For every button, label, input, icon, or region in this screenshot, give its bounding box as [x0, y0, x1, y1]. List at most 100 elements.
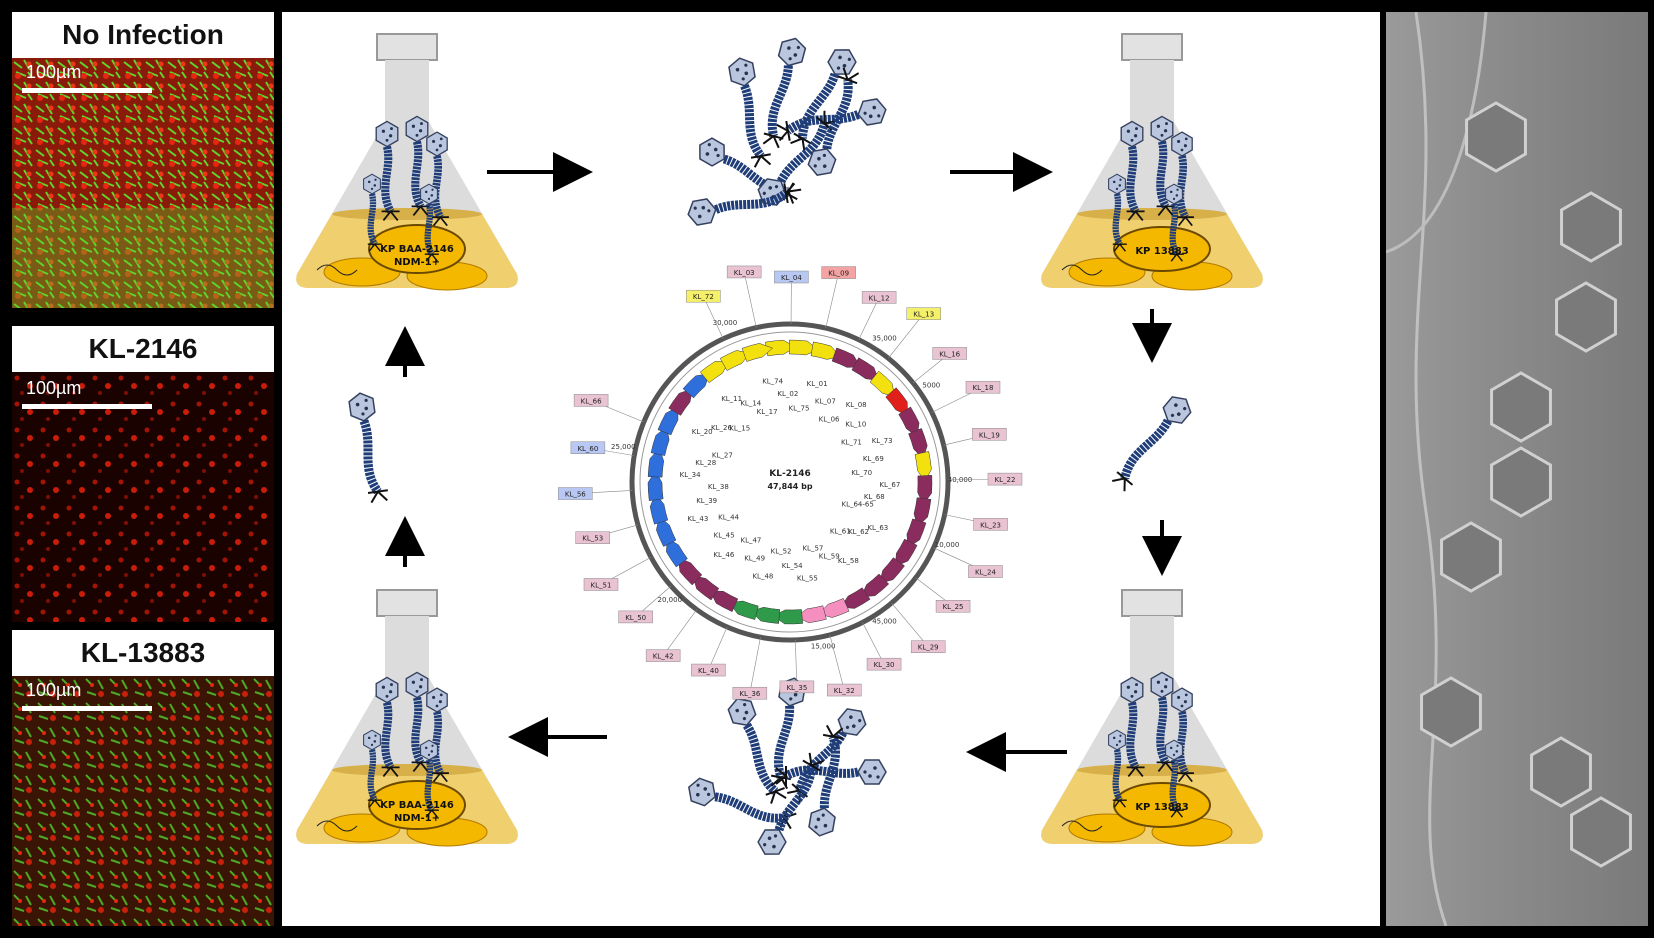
- scale-bar: [22, 404, 152, 409]
- callout-box: [779, 680, 815, 694]
- flask-top-right: [1040, 33, 1264, 291]
- gene-label: KL_54: [782, 562, 803, 570]
- phage-particle: [1530, 736, 1592, 808]
- callout-leader: [703, 296, 724, 339]
- genome-backbone: [629, 321, 951, 643]
- gene-arrow: [741, 343, 774, 362]
- callout-label: KL_60: [577, 445, 598, 453]
- gene-label: KL_46: [713, 551, 734, 559]
- single-phage-right: [1106, 392, 1197, 493]
- callout-leader: [662, 609, 698, 656]
- callout-label: KL_16: [939, 350, 960, 358]
- flask-bottom-right: [1040, 589, 1264, 847]
- panel-title-kl-2146: KL-2146: [12, 326, 274, 372]
- flask-top-left-label-2: NDM-1+: [394, 257, 440, 268]
- phage-particles: [1386, 12, 1632, 926]
- gene-label: KL_47: [740, 536, 761, 544]
- biofilm-texture: [12, 372, 274, 622]
- gene-label: KL_34: [680, 471, 701, 479]
- phage-particle: [1440, 521, 1502, 593]
- callout-leader: [829, 634, 845, 691]
- gene-label: KL_64-65: [841, 501, 873, 509]
- callout-box: [965, 380, 1001, 394]
- callout-label: KL_29: [918, 644, 939, 652]
- gene-callouts: KL_72KL_03KL_04KL_09KL_12KL_13KL_16KL_18…: [558, 265, 1023, 700]
- callout-box: [972, 428, 1007, 441]
- micrograph-kl-2146: 100µm: [12, 372, 274, 622]
- callout-leader: [825, 272, 839, 329]
- callout-box: [691, 663, 726, 677]
- callout-box: [686, 289, 721, 303]
- scale-label: 100µm: [26, 62, 82, 82]
- phage-cluster-top: [686, 35, 888, 226]
- gene-label: KL_67: [879, 481, 900, 489]
- callout-box: [573, 394, 609, 407]
- callout-box: [861, 291, 897, 304]
- gene-label: KL_63: [867, 524, 888, 532]
- gene-label: KL_52: [771, 547, 792, 555]
- phage-cluster-bottom: [685, 676, 886, 860]
- callout-leader: [858, 297, 880, 340]
- gene-label: KL_69: [863, 455, 884, 463]
- callout-leader: [749, 637, 761, 694]
- callout-box: [827, 683, 862, 697]
- gene-label: KL_07: [815, 398, 836, 406]
- callout-label: KL_23: [980, 521, 1001, 529]
- flask-top-right-label: KP 13883: [1135, 246, 1188, 257]
- gene-inner-labels: KL_74KL_02KL_75KL_01KL_07KL_06KL_08KL_10…: [680, 378, 901, 583]
- gene-label: KL_11: [721, 395, 742, 403]
- callout-box: [732, 686, 768, 700]
- genome-tick-label: 30,000: [713, 319, 738, 327]
- gene-label: KL_45: [714, 531, 735, 539]
- genome-tick-label: 15,000: [811, 643, 836, 651]
- gene-label: KL_68: [864, 493, 885, 501]
- genome-name: KL-2146: [769, 469, 811, 479]
- phage-cycle-panel: KP BAA-2146 NDM-1+ KP 13883: [282, 12, 1380, 926]
- callout-box: [570, 441, 606, 455]
- callout-label: KL_50: [625, 614, 646, 622]
- scale-bar: [22, 706, 152, 711]
- flask-bottom-left-label-2: NDM-1+: [394, 813, 440, 824]
- callout-box: [932, 347, 967, 360]
- callout-leader: [888, 313, 924, 359]
- callout-label: KL_36: [739, 690, 760, 698]
- phage-particle: [1560, 191, 1622, 263]
- callout-label: KL_32: [834, 687, 855, 695]
- callout-box: [906, 307, 941, 320]
- gene-label: KL_15: [729, 424, 750, 432]
- gene-label: KL_62: [848, 528, 869, 536]
- gene-label: KL_10: [845, 421, 866, 429]
- genome-tick-label: 45,000: [872, 617, 897, 625]
- phage-particle: [1490, 446, 1552, 518]
- callout-box: [618, 610, 653, 624]
- gene-label: KL_02: [777, 390, 798, 398]
- callout-leader: [743, 271, 757, 328]
- gene-label: KL_59: [819, 553, 840, 561]
- phage-cycle-diagram: KP BAA-2146 NDM-1+ KP 13883: [295, 12, 1264, 926]
- genome-map: KL-2146 47,844 bp 500010,00015,00020,000…: [558, 265, 1023, 700]
- callout-box: [987, 472, 1023, 486]
- callout-label: KL_72: [693, 293, 714, 301]
- flask-bottom-right-label: KP 13883: [1135, 802, 1188, 813]
- gene-label: KL_44: [718, 514, 739, 522]
- gene-label: KL_57: [802, 544, 823, 552]
- genome-tick-label: 5000: [922, 382, 940, 390]
- callout-label: KL_24: [975, 569, 996, 577]
- callout-leader: [891, 602, 929, 647]
- single-phage-left: [348, 391, 389, 504]
- biofilm-texture: [12, 676, 274, 926]
- callout-box: [866, 657, 902, 671]
- gene-label: KL_49: [744, 554, 765, 562]
- flask-bottom-left: [295, 589, 519, 847]
- callout-box: [583, 578, 619, 591]
- biofilm-texture: [12, 58, 274, 308]
- panel-title-no-infection: No Infection: [12, 12, 274, 58]
- callout-box: [558, 487, 593, 500]
- scale-label: 100µm: [26, 680, 82, 700]
- callout-label: KL_40: [698, 667, 719, 675]
- callout-box: [821, 266, 856, 279]
- callout-box: [973, 518, 1008, 531]
- gene-label: KL_75: [788, 405, 809, 413]
- gene-label: KL_17: [757, 408, 778, 416]
- scale-label: 100µm: [26, 378, 82, 398]
